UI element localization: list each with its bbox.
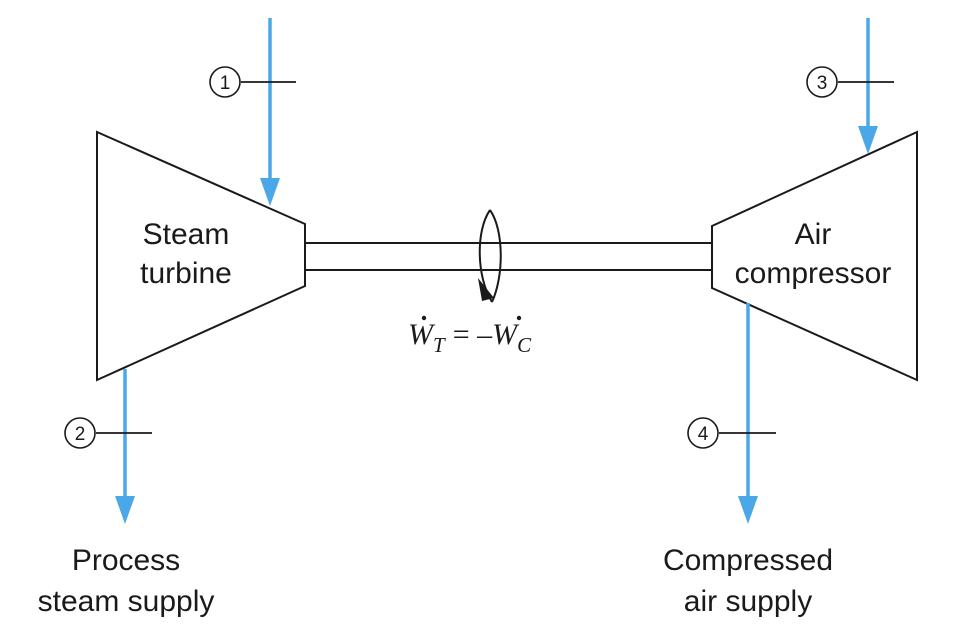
state-marker-2 xyxy=(64,417,96,449)
compressor-power-rate-dot xyxy=(516,315,522,321)
turbine-power-symbol: W xyxy=(408,318,436,351)
state-number-3: 3 xyxy=(817,73,828,94)
flow-air-inlet: 3 xyxy=(806,18,894,154)
flow-steam-outlet: 2 xyxy=(64,369,152,524)
equation-operator: = – xyxy=(453,318,493,351)
power-equation-text: WT= –WC xyxy=(408,318,532,357)
state-number-4: 4 xyxy=(698,424,709,445)
air-compressor xyxy=(711,130,918,382)
rotation-arc-back xyxy=(489,209,502,303)
shaft xyxy=(305,242,712,271)
air-output-label-1: Compressed xyxy=(663,544,833,577)
steam-turbine xyxy=(96,130,306,382)
turbine-power-subscript: T xyxy=(433,333,446,357)
state-marker-4 xyxy=(687,417,719,449)
compressor-power-symbol: W xyxy=(492,318,520,351)
flow-arrowhead-1 xyxy=(260,178,280,206)
air-compressor-label-2: compressor xyxy=(735,257,892,290)
steam-turbine-label-1: Steam xyxy=(143,218,230,251)
state-marker-3 xyxy=(806,66,838,98)
air-compressor-label-1: Air xyxy=(795,218,832,251)
state-number-2: 2 xyxy=(75,424,86,445)
state-number-1: 1 xyxy=(220,73,231,94)
rotation-arrowhead xyxy=(478,278,494,301)
flow-steam-inlet: 1 xyxy=(209,18,296,206)
flow-arrowhead-3 xyxy=(858,126,878,154)
flow-arrowhead-2 xyxy=(115,496,135,524)
turbine-power-rate-dot xyxy=(421,315,427,321)
air-output-label-2: air supply xyxy=(684,585,812,618)
state-marker-1 xyxy=(209,66,241,98)
flow-air-outlet: 4 xyxy=(687,303,776,524)
steam-output-label-1: Process xyxy=(72,544,180,577)
power-equation: WT= –WC xyxy=(408,315,532,357)
flow-arrowhead-4 xyxy=(738,496,758,524)
rotation-indicator xyxy=(478,209,502,303)
compressor-power-subscript: C xyxy=(517,333,532,357)
steam-output-label-2: steam supply xyxy=(38,585,215,618)
steam-turbine-label-2: turbine xyxy=(140,257,232,290)
